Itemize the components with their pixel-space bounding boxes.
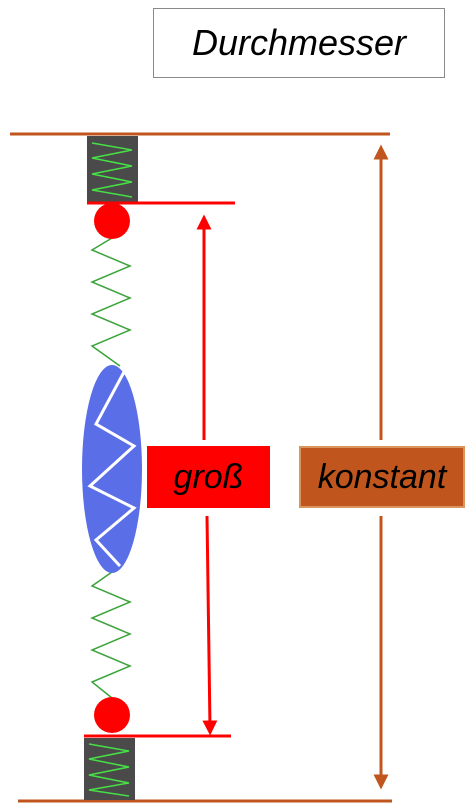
gross-label: groß	[147, 446, 270, 508]
ellipse-zigzag	[87, 371, 137, 568]
gross-arrow-lower	[202, 515, 218, 736]
konstant-label-text: konstant	[317, 457, 447, 496]
bottom-block-spring	[88, 743, 130, 797]
lower-spring	[90, 571, 132, 699]
konstant-label: konstant	[299, 446, 465, 508]
title-text: Durchmesser	[191, 22, 407, 63]
title-box: Durchmesser	[153, 8, 445, 78]
top-block-spring	[91, 142, 133, 198]
bottom-red-ball	[94, 697, 130, 733]
upper-spring	[90, 237, 132, 367]
gross-label-text: groß	[173, 457, 244, 496]
top-red-ball	[94, 203, 130, 239]
blue-ellipse	[82, 365, 142, 573]
